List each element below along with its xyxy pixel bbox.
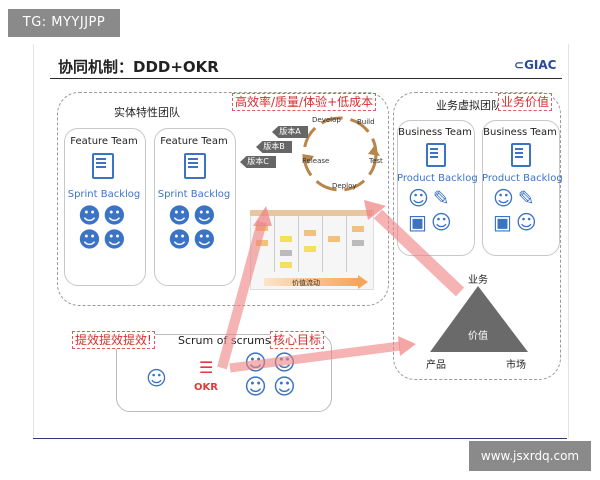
scrum-title: Scrum of scrums	[178, 334, 271, 347]
sprint-backlog-label-2: Sprint Backlog	[157, 189, 231, 200]
business-value-tag: 业务价值	[498, 93, 553, 111]
kanban-divider	[298, 216, 299, 272]
triangle-center-label: 价值	[468, 331, 488, 342]
sticky-note	[328, 236, 340, 242]
document-lines-icon	[188, 158, 198, 170]
document-lines-icon	[430, 148, 438, 158]
triangle-left-label: 产品	[426, 360, 446, 371]
product-backlog-label-2: Product Backlog	[482, 173, 563, 184]
cycle-arrow-icon	[302, 154, 314, 164]
team-people-icon: ☻☻☻☻	[78, 204, 128, 253]
logo-text: GIAC	[524, 58, 557, 72]
arrowhead-icon	[398, 336, 416, 356]
feature-team-name-1: Feature Team	[70, 136, 138, 147]
okr-label: OKR	[194, 382, 218, 393]
document-lines-icon	[515, 148, 523, 158]
document-icon	[92, 153, 114, 179]
logo-mark-icon: ⊂	[514, 58, 525, 72]
sticky-note	[304, 230, 316, 236]
watermark-bottom: www.jsxrdq.com	[469, 441, 591, 471]
slide-title: 协同机制：DDD+OKR	[58, 58, 219, 76]
value-flow-label: 价值流动	[292, 279, 320, 287]
role-icons: ☺✎▣☺	[408, 186, 456, 234]
business-team-name-2: Business Team	[483, 127, 557, 138]
sticky-note	[256, 240, 268, 246]
value-triangle	[430, 286, 528, 352]
arrow-okr-to-feature	[217, 220, 267, 370]
business-team-name-1: Business Team	[398, 127, 472, 138]
kanban-divider	[322, 216, 323, 272]
sticky-note	[280, 262, 292, 268]
arrow-okr-to-triangle	[229, 341, 401, 373]
arrow-triangle-to-cycle	[373, 209, 465, 297]
version-a-badge: 版本A	[272, 126, 308, 138]
cycle-stage-release: Release	[302, 157, 330, 165]
cycle-stage-test: Test	[369, 157, 383, 165]
sticky-note	[280, 250, 292, 256]
sticky-note	[304, 246, 316, 252]
team-people-icon: ☻☻☻☻	[168, 204, 218, 253]
document-icon	[426, 143, 446, 167]
add-user-icon: ☺	[146, 366, 167, 390]
business-group-title: 业务虚拟团队	[436, 99, 502, 112]
product-backlog-label-1: Product Backlog	[397, 173, 478, 184]
cycle-stage-deploy: Deploy	[332, 182, 357, 190]
efficiency-tag: 高效率/质量/体验+低成本	[232, 93, 377, 111]
sticky-note	[352, 226, 364, 232]
arrowhead-icon	[253, 206, 272, 226]
giac-logo: ⊂GIAC	[514, 58, 556, 72]
cycle-stage-develop: Develop	[312, 116, 341, 124]
business-team-card-2	[482, 120, 560, 256]
boost-tag: 提效提效提效!	[72, 331, 155, 349]
version-b-badge: 版本B	[256, 141, 292, 153]
feature-team-name-2: Feature Team	[160, 136, 228, 147]
feature-group-title: 实体特性团队	[114, 106, 180, 119]
arrowhead-icon	[364, 200, 386, 220]
core-goal-tag: 核心目标	[270, 331, 325, 349]
team-members-icon: ☺☺☺☺	[244, 352, 302, 400]
watermark-top: TG: MYYJJPP	[8, 9, 120, 37]
slide-bottom-line	[33, 438, 567, 439]
title-divider	[50, 78, 562, 79]
kanban-header-bar	[250, 210, 372, 216]
kanban-divider	[274, 216, 275, 272]
sticky-note	[280, 236, 292, 242]
triangle-right-label: 市场	[506, 360, 526, 371]
devops-cycle-diagram	[302, 116, 380, 192]
version-c-badge: 版本C	[240, 156, 276, 168]
kanban-divider	[346, 216, 347, 272]
cycle-stage-build: Build	[357, 118, 375, 126]
feature-team-group	[57, 92, 389, 306]
value-flow-arrowhead-icon	[358, 275, 368, 289]
document-icon	[184, 153, 206, 179]
cycle-arrow-icon	[368, 146, 380, 156]
value-flow-arrow	[264, 278, 358, 286]
triangle-shape	[430, 286, 528, 352]
sprint-backlog-label-1: Sprint Backlog	[67, 189, 141, 200]
list-icon: ☰	[199, 358, 214, 377]
role-icons: ☺✎▣☺	[493, 186, 541, 234]
business-team-card-1	[397, 120, 475, 256]
sticky-note	[352, 240, 364, 246]
document-icon	[511, 143, 531, 167]
document-lines-icon	[96, 158, 106, 170]
triangle-top-label: 业务	[468, 275, 488, 286]
